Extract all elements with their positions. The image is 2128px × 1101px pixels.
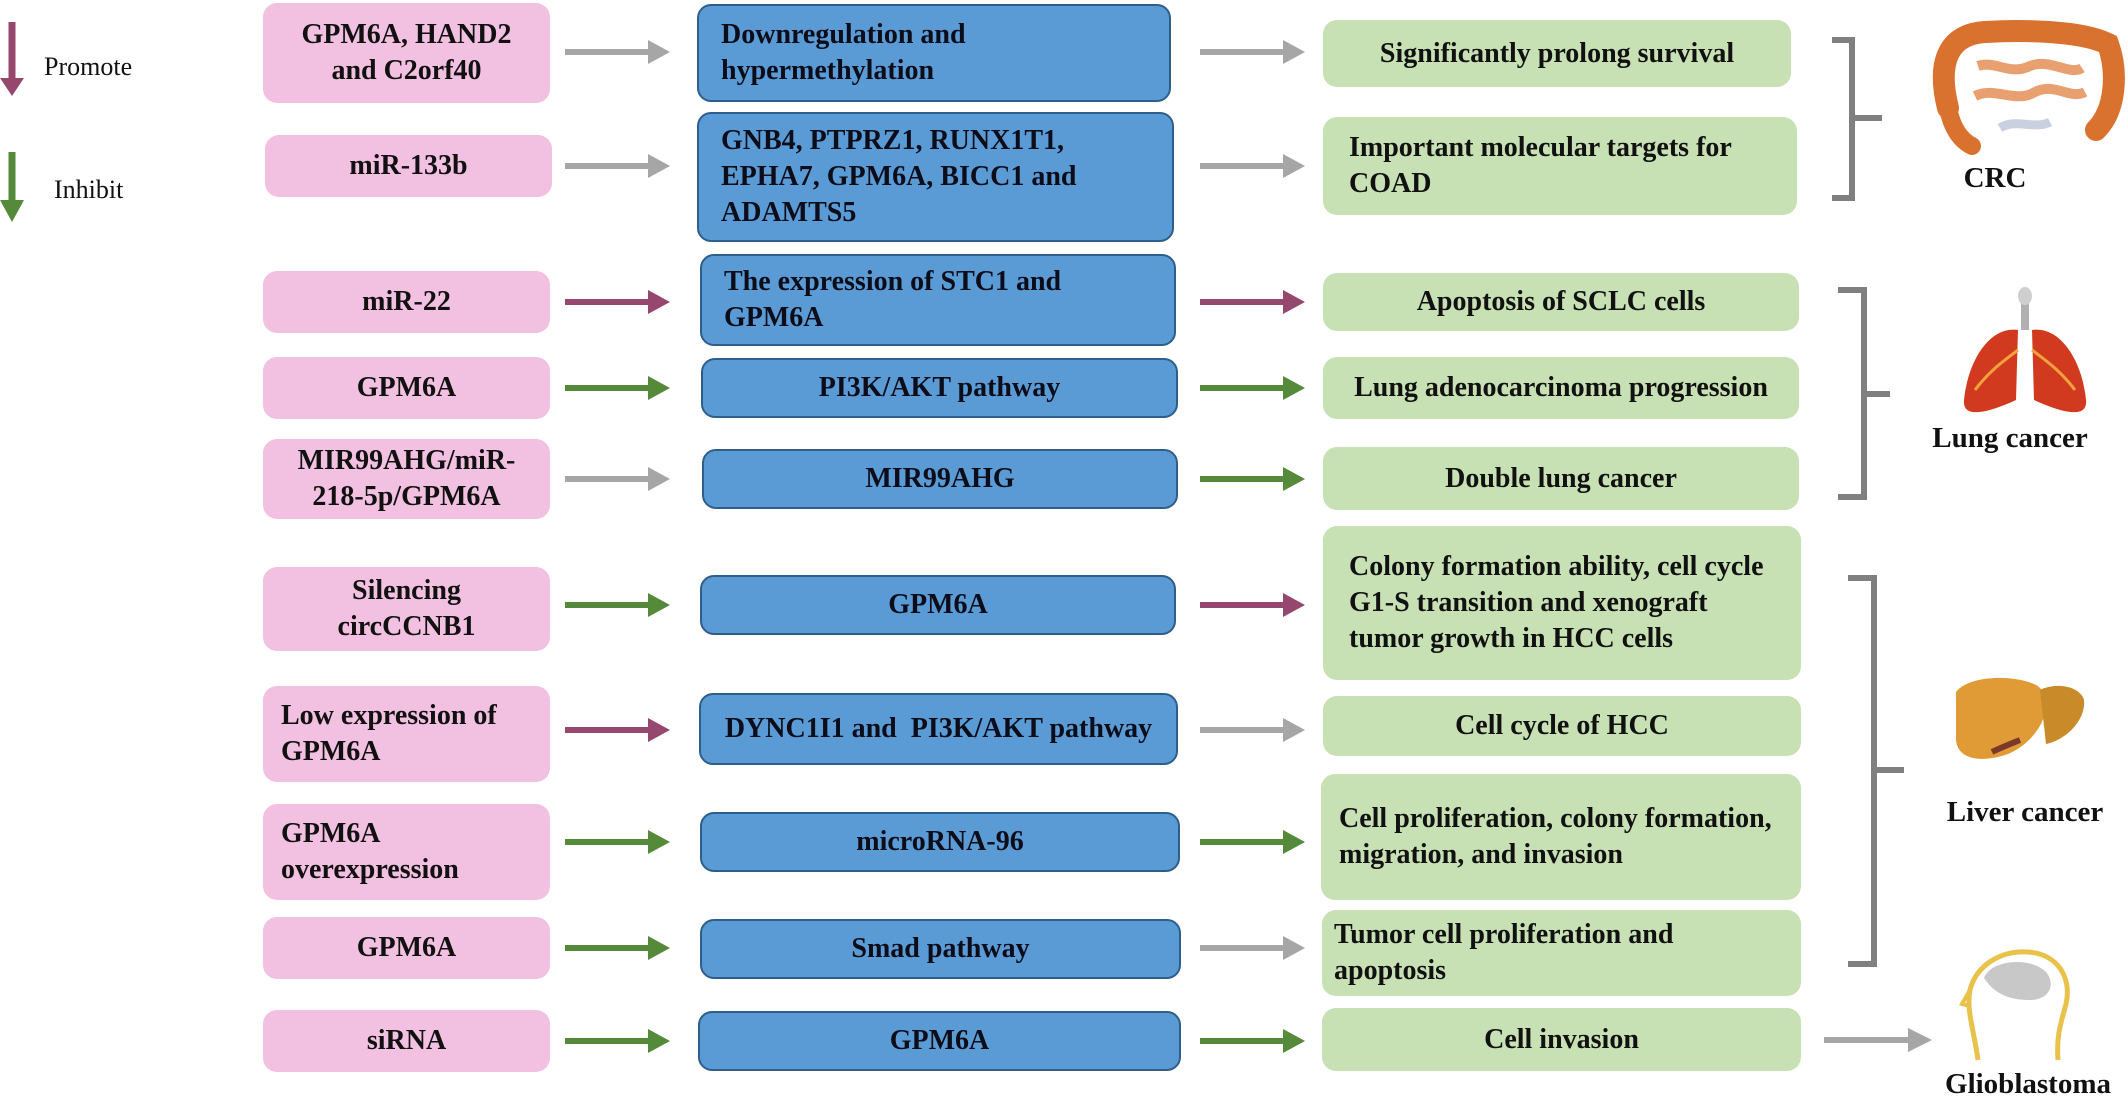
outcome-label: Important molecular targets for COAD	[1349, 132, 1732, 199]
connector-arrow-inhibit	[1200, 467, 1305, 491]
connector-arrow-neutral	[565, 467, 670, 491]
legend-inhibit-label: Inhibit	[54, 175, 124, 204]
outcome-label: Double lung cancer	[1445, 462, 1677, 494]
outcome-box: Cell invasion	[1322, 1008, 1801, 1071]
cause-box: Low expression of GPM6A	[263, 686, 550, 782]
cause-label: miR-133b	[349, 150, 468, 181]
outcome-label: Lung adenocarcinoma progression	[1354, 372, 1768, 403]
group-label-lung: Lung cancer	[1932, 422, 2088, 454]
intestine-icon	[1932, 20, 2125, 155]
mechanism-box: microRNA-96	[700, 812, 1180, 872]
cause-box: MIR99AHG/miR-218-5p/GPM6A	[263, 439, 550, 519]
outcome-label: Tumor cell proliferation and apoptosis	[1334, 919, 1674, 986]
cause-box: miR-22	[263, 271, 550, 333]
cause-label: miR-22	[362, 286, 451, 317]
outcome-label: Cell cycle of HCC	[1455, 710, 1669, 741]
connector-arrow-inhibit	[565, 936, 670, 960]
connector-arrow-inhibit	[1200, 830, 1305, 854]
outcome-label: Cell invasion	[1484, 1023, 1639, 1055]
outcome-label: Cell proliferation, colony formation, mi…	[1339, 803, 1772, 870]
liver-bracket	[1848, 575, 1904, 967]
outcome-box: Tumor cell proliferation and apoptosis	[1322, 910, 1801, 996]
connector-arrow-inhibit	[565, 830, 670, 854]
crc-bracket	[1832, 37, 1882, 201]
mechanism-label: Downregulation and hypermethylation	[721, 19, 966, 86]
brain-head-icon	[1958, 949, 2070, 1061]
outcome-box: Double lung cancer	[1323, 447, 1799, 510]
cause-box: GPM6A	[263, 357, 550, 419]
outcome-box: Cell cycle of HCC	[1323, 696, 1801, 756]
glio-arrow	[1824, 1028, 1932, 1052]
mechanism-box: PI3K/AKT pathway	[701, 358, 1178, 418]
connector-arrow-neutral	[565, 40, 670, 64]
group-label-crc: CRC	[1963, 162, 2027, 194]
cause-box: miR-133b	[265, 135, 552, 197]
connector-arrow-inhibit	[565, 376, 670, 400]
mechanism-label: GPM6A	[888, 589, 988, 620]
outcome-box: Colony formation ability, cell cycle G1-…	[1323, 526, 1801, 680]
cause-box: Silencing circCCNB1	[263, 567, 550, 651]
connector-arrow-promote	[565, 718, 670, 742]
mechanism-label: DYNC1I1 and PI3K/AKT pathway	[724, 713, 1153, 744]
cause-box: GPM6A, HAND2 and C2orf40	[263, 3, 550, 103]
connector-arrow-promote	[565, 290, 670, 314]
lung-bracket	[1838, 287, 1890, 500]
cause-label: Low expression of GPM6A	[281, 700, 497, 767]
mechanism-box: GPM6A	[700, 575, 1176, 635]
connector-arrow-inhibit	[565, 593, 670, 617]
mechanism-label: microRNA-96	[856, 826, 1024, 857]
cause-label: GPM6A	[356, 932, 457, 963]
outcome-label: Significantly prolong survival	[1379, 37, 1735, 69]
legend-promote-label: Promote	[44, 52, 133, 81]
connector-arrow-inhibit	[1200, 376, 1305, 400]
connector-arrow-neutral	[1200, 936, 1305, 960]
lungs-icon	[1963, 287, 2087, 413]
mechanism-label: The expression of STC1 and GPM6A	[724, 266, 1062, 333]
cause-label: GPM6A	[356, 372, 457, 403]
inhibit-legend-arrow	[0, 152, 24, 222]
connector-arrow-neutral	[565, 154, 670, 178]
mechanism-box: GNB4, PTPRZ1, RUNX1T1, EPHA7, GPM6A, BIC…	[697, 112, 1174, 242]
cause-label: siRNA	[366, 1025, 447, 1056]
cause-label: GPM6A, HAND2 and C2orf40	[301, 19, 512, 86]
mechanism-label: GPM6A	[889, 1025, 990, 1056]
liver-icon	[1956, 677, 2085, 759]
connector-arrow-neutral	[1200, 154, 1305, 178]
mechanism-label: PI3K/AKT pathway	[818, 372, 1061, 403]
outcome-label: Colony formation ability, cell cycle G1-…	[1349, 551, 1764, 654]
outcome-box: Lung adenocarcinoma progression	[1323, 357, 1799, 419]
mechanism-label: GNB4, PTPRZ1, RUNX1T1, EPHA7, GPM6A, BIC…	[721, 125, 1077, 228]
mechanism-box: The expression of STC1 and GPM6A	[700, 254, 1176, 346]
connector-arrow-neutral	[1200, 40, 1305, 64]
group-label-liver: Liver cancer	[1946, 796, 2104, 828]
cause-label: Silencing circCCNB1	[337, 575, 476, 642]
outcome-box: Cell proliferation, colony formation, mi…	[1321, 774, 1801, 900]
connector-arrow-promote	[1200, 290, 1305, 314]
mechanism-label: Smad pathway	[851, 933, 1030, 964]
connector-arrow-inhibit	[565, 1029, 670, 1053]
connector-arrow-inhibit	[1200, 1029, 1305, 1053]
outcome-box: Significantly prolong survival	[1323, 20, 1791, 87]
outcome-label: Apoptosis of SCLC cells	[1416, 286, 1706, 317]
cause-label: MIR99AHG/miR-218-5p/GPM6A	[297, 445, 516, 512]
mechanism-box: Smad pathway	[700, 919, 1181, 979]
cause-box: siRNA	[263, 1010, 550, 1072]
mechanism-box: Downregulation and hypermethylation	[697, 4, 1171, 102]
connector-arrow-promote	[1200, 593, 1305, 617]
cause-box: GPM6A overexpression	[263, 804, 550, 900]
outcome-box: Apoptosis of SCLC cells	[1323, 273, 1799, 331]
group-label-glioblastoma: Glioblastoma	[1945, 1068, 2111, 1100]
cause-box: GPM6A	[263, 917, 550, 979]
outcome-box: Important molecular targets for COAD	[1323, 117, 1797, 215]
mechanism-label: MIR99AHG	[865, 463, 1015, 494]
promote-legend-arrow	[0, 22, 24, 96]
mechanism-box: GPM6A	[698, 1011, 1181, 1071]
connector-arrow-neutral	[1200, 718, 1305, 742]
mechanism-box: MIR99AHG	[702, 449, 1178, 509]
cause-label: GPM6A overexpression	[281, 818, 459, 885]
mechanism-box: DYNC1I1 and PI3K/AKT pathway	[699, 693, 1178, 765]
